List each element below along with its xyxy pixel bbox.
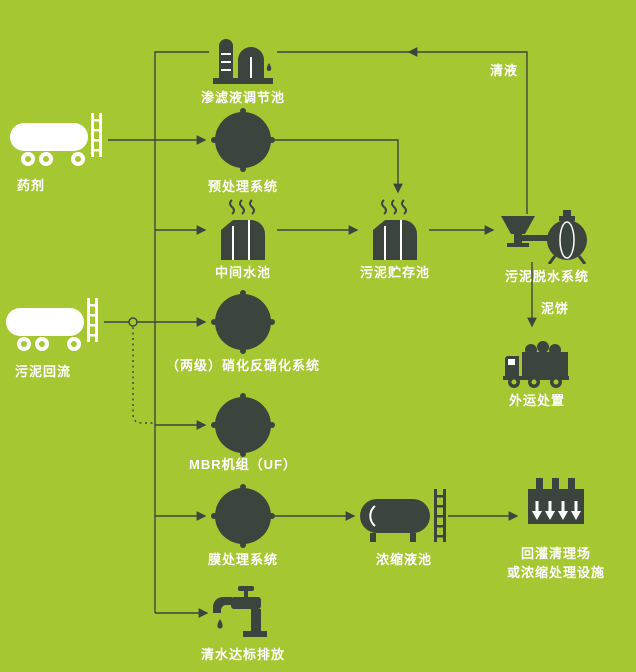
- label-clean-discharge: 清水达标排放: [200, 647, 285, 662]
- label-mid-pool: 中间水池: [214, 265, 271, 280]
- label-pretreatment: 预处理系统: [207, 179, 278, 194]
- connection-port: [240, 166, 246, 172]
- label-leachate-pool: 渗滤液调节池: [200, 90, 285, 105]
- connection-port: [211, 137, 217, 143]
- return-junction-ring: [128, 317, 138, 327]
- label-reinjection-line1: 回灌清理场: [520, 546, 591, 561]
- sludge-storage-pool-icon: [363, 198, 427, 262]
- sludge-dewatering-icon: [499, 202, 595, 265]
- label-nitrification: （两级）硝化反硝化系统: [165, 358, 320, 373]
- reinjection-facility-icon: [524, 478, 588, 534]
- connector-main-trunk: [154, 51, 209, 613]
- connection-port: [240, 290, 246, 296]
- label-sludge-return: 污泥回流: [15, 364, 72, 379]
- label-concentrate-pool: 浓缩液池: [375, 552, 432, 567]
- label-mbr-unit: MBR机组（UF）: [189, 457, 297, 472]
- connection-port: [269, 319, 275, 325]
- connection-port: [240, 108, 246, 114]
- label-sludge-dewatering: 污泥脱水系统: [504, 269, 589, 284]
- connection-port: [269, 422, 275, 428]
- mbr-unit-node: [211, 393, 275, 457]
- connection-port: [240, 484, 246, 490]
- connection-port: [240, 451, 246, 457]
- clean-water-faucet-icon: [213, 584, 273, 642]
- concentrate-pool-icon: [360, 489, 448, 543]
- label-reinjection-line2: 或浓缩处理设施: [506, 565, 605, 580]
- connection-port: [211, 319, 217, 325]
- label-mud-cake: 泥饼: [541, 301, 570, 316]
- connection-port: [211, 513, 217, 519]
- connector-sludge-return-dashed: [132, 327, 154, 424]
- label-sludge-storage: 污泥贮存池: [359, 265, 430, 280]
- connection-port: [269, 513, 275, 519]
- connection-port: [211, 422, 217, 428]
- label-offsite-disposal: 外运处置: [508, 393, 565, 408]
- membrane-system-node: [211, 484, 275, 548]
- nitrification-system-node: [211, 290, 275, 354]
- label-clear-liquid: 清液: [490, 63, 519, 78]
- label-membrane-system: 膜处理系统: [207, 552, 278, 567]
- intermediate-pool-icon: [211, 198, 275, 262]
- connection-port: [269, 137, 275, 143]
- connection-port: [240, 393, 246, 399]
- label-reinjection: 回灌清理场 或浓缩处理设施: [476, 544, 636, 582]
- dump-truck-icon: [501, 332, 573, 390]
- connection-port: [240, 542, 246, 548]
- connection-port: [240, 348, 246, 354]
- connector-clear-liquid-return: [407, 47, 528, 214]
- sludge-return-truck-icon: [6, 296, 102, 354]
- leachate-pool-icon: [211, 26, 275, 86]
- label-chemical: 药剂: [17, 178, 46, 193]
- connector-pretreat-to-storage: [275, 139, 403, 194]
- chemical-tanker-truck-icon: [10, 111, 106, 169]
- pretreatment-system-node: [211, 108, 275, 172]
